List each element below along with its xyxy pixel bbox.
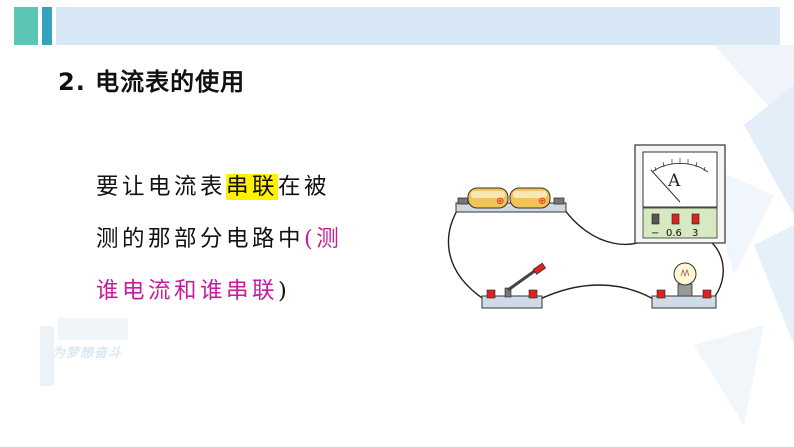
ammeter-symbol: A bbox=[667, 171, 681, 191]
body-line-1: 要让电流表串联在被 bbox=[96, 169, 330, 201]
watermark-logo-icon bbox=[40, 318, 128, 386]
line3-text-a: 谁电流和谁串联 bbox=[96, 278, 279, 304]
battery-plus-1: ⊕ bbox=[496, 196, 504, 207]
body-line-2: 测的那部分电路中(测 bbox=[96, 221, 342, 253]
wire-battery-switch bbox=[447, 202, 486, 301]
knife-switch bbox=[481, 262, 547, 309]
highlighted-term: 串联 bbox=[226, 174, 279, 200]
header-accent-green bbox=[14, 7, 38, 45]
wire-switch-lamp bbox=[537, 284, 656, 301]
battery-holder: ⊕ ⊕ bbox=[455, 187, 567, 213]
line1-text-a: 要让电流表 bbox=[96, 174, 227, 200]
header-accent-teal bbox=[42, 7, 52, 45]
battery-plus-2: ⊕ bbox=[538, 196, 546, 207]
header-bar bbox=[56, 7, 780, 45]
line1-text-b: 在被 bbox=[278, 174, 331, 200]
circuit-diagram: ⊕ ⊕ A − 0.6 3 bbox=[447, 144, 726, 309]
body-line-3: 谁电流和谁串联) bbox=[96, 273, 290, 305]
ammeter: A − 0.6 3 bbox=[634, 144, 726, 244]
terminal-0-6: 0.6 bbox=[666, 228, 682, 239]
line2-text-b: (测 bbox=[304, 226, 343, 252]
line2-text-a: 测的那部分电路中 bbox=[96, 226, 305, 252]
terminal-negative: − bbox=[651, 228, 659, 239]
watermark-text: 为梦想奋斗 bbox=[52, 346, 123, 361]
page-title: 2. 电流表的使用 bbox=[58, 68, 246, 96]
light-bulb bbox=[651, 262, 717, 309]
terminal-3: 3 bbox=[692, 228, 698, 239]
line3-text-b: ) bbox=[278, 278, 291, 304]
